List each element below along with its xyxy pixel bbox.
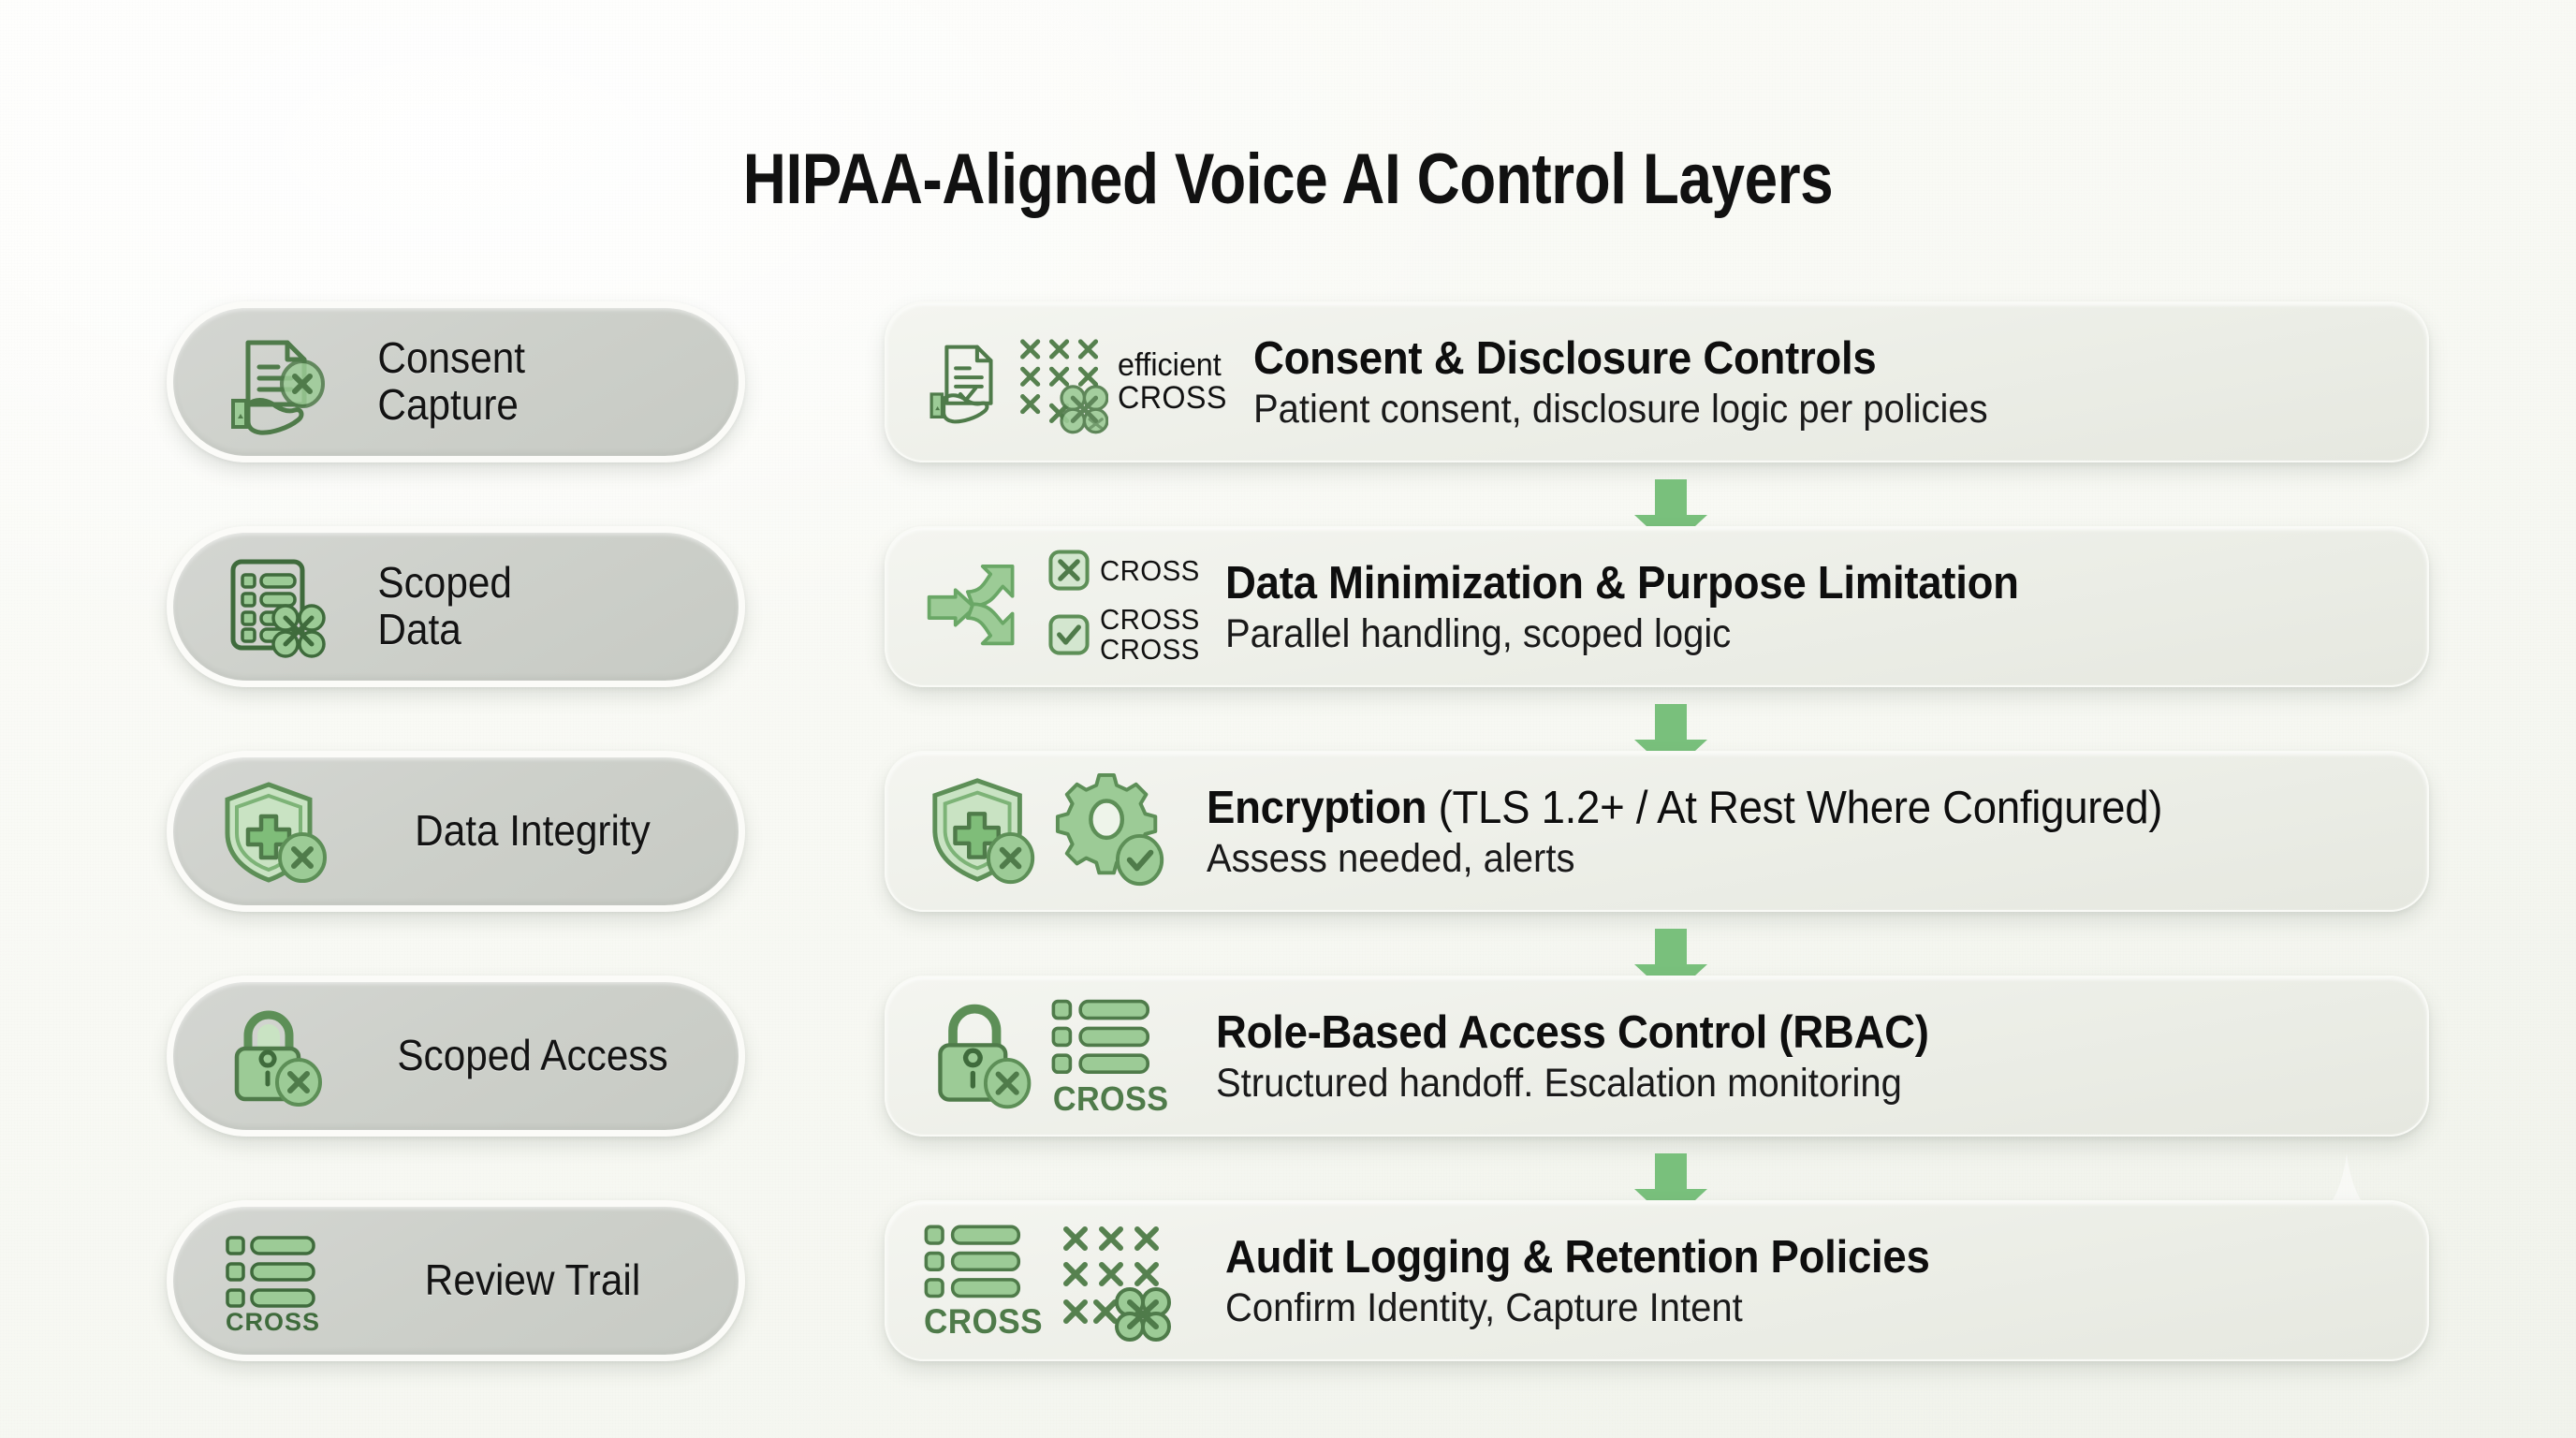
stage-panel-subtitle-5: Confirm Identity, Capture Intent bbox=[1225, 1284, 1743, 1330]
stage-panel-subtitle-2: Parallel handling, scoped logic bbox=[1225, 610, 1732, 656]
gear-check-icon bbox=[1055, 772, 1164, 887]
padlock-x-icon bbox=[938, 1004, 1032, 1109]
shield-plus-x-icon bbox=[211, 770, 334, 893]
stage-panel-subtitle-1: Patient consent, disclosure logic per po… bbox=[1253, 386, 1988, 432]
stage-panel-subtitle-4: Structured handoff. Escalation monitorin… bbox=[1216, 1060, 1902, 1106]
stage-row-1: Consent Capture bbox=[0, 301, 2576, 468]
stage-panel-icon-group-5: CROSS bbox=[924, 1215, 1205, 1346]
svg-text:CROSS: CROSS bbox=[226, 1308, 320, 1336]
stage-panel-icon-group-3 bbox=[924, 766, 1186, 897]
checklist-network-icon bbox=[211, 545, 334, 668]
stage-panel-icon-group-1: efficient CROSS bbox=[924, 316, 1233, 448]
x-grid-scissors-icon bbox=[1020, 339, 1109, 434]
stage-panel-3[interactable]: Encryption (TLS 1.2+ / At Rest Where Con… bbox=[885, 751, 2429, 912]
stage-pill-label-3: Data Integrity bbox=[415, 806, 651, 856]
checklist-cross-icon: CROSS bbox=[211, 1219, 334, 1343]
stage-panel-icon-group-2: CROSS CROSS CROSS bbox=[924, 541, 1205, 672]
stage-panel-title-1: Consent & Disclosure Controls bbox=[1253, 332, 1877, 384]
stage-panel-text-3: Encryption (TLS 1.2+ / At Rest Where Con… bbox=[1207, 782, 2395, 882]
mini-label-cross-audit: CROSS bbox=[924, 1302, 1043, 1342]
stage-pill-label-5: Review Trail bbox=[424, 1255, 641, 1305]
stage-panel-5[interactable]: CROSS bbox=[885, 1200, 2429, 1361]
stage-panel-title-5: Audit Logging & Retention Policies bbox=[1225, 1231, 1930, 1283]
bullet-list-icon bbox=[1051, 999, 1149, 1074]
mini-label-efficient: efficient bbox=[1118, 347, 1222, 384]
page-title: HIPAA-Aligned Voice AI Control Layers bbox=[742, 139, 1834, 219]
stage-panel-title-4: Role-Based Access Control (RBAC) bbox=[1216, 1006, 1929, 1058]
stage-panel-title-3: Encryption (TLS 1.2+ / At Rest Where Con… bbox=[1207, 782, 2312, 834]
mini-label-cross-a: CROSS bbox=[1099, 553, 1200, 587]
stage-panel-text-2: Data Minimization & Purpose Limitation P… bbox=[1225, 557, 2395, 657]
x-grid-scissors-icon bbox=[1062, 1226, 1171, 1342]
stage-panel-text-5: Audit Logging & Retention Policies Confi… bbox=[1225, 1231, 2395, 1331]
stage-panel-title-2: Data Minimization & Purpose Limitation bbox=[1225, 557, 2019, 609]
stage-panel-4[interactable]: CROSS Role-Based Access Control (RBAC) S… bbox=[885, 976, 2429, 1137]
stage-pill-1[interactable]: Consent Capture bbox=[167, 301, 745, 462]
bullet-list-icon bbox=[924, 1225, 1021, 1299]
stage-pill-4[interactable]: Scoped Access bbox=[167, 976, 745, 1137]
checkbox-check-icon bbox=[1048, 614, 1090, 655]
mini-label-cross-b: CROSS bbox=[1099, 603, 1200, 637]
document-hand-x-icon bbox=[211, 320, 334, 444]
mini-label-cross-rbac: CROSS bbox=[1052, 1078, 1169, 1118]
stage-row-3: Data Integrity bbox=[0, 751, 2576, 917]
stage-row-5: CROSS Review Trail bbox=[0, 1200, 2576, 1367]
stage-panel-text-4: Role-Based Access Control (RBAC) Structu… bbox=[1216, 1006, 2395, 1107]
branching-arrows-icon bbox=[927, 565, 1015, 646]
stage-row-4: Scoped Access bbox=[0, 976, 2576, 1142]
mini-label-cross-c: CROSS bbox=[1099, 633, 1200, 666]
stage-panel-title-3-light: (TLS 1.2+ / At Rest Where Configured) bbox=[1427, 782, 2163, 833]
stage-panel-mini-labels-1: efficient CROSS bbox=[1118, 349, 1233, 414]
stage-pill-3[interactable]: Data Integrity bbox=[167, 751, 745, 912]
document-hand-check-icon bbox=[929, 345, 993, 424]
stage-panel-icon-group-4: CROSS bbox=[924, 990, 1195, 1122]
stage-pill-5[interactable]: CROSS Review Trail bbox=[167, 1200, 745, 1361]
stage-panel-subtitle-3: Assess needed, alerts bbox=[1207, 835, 1575, 881]
stage-panel-title-3-bold: Encryption bbox=[1207, 782, 1427, 833]
padlock-x-icon bbox=[211, 994, 334, 1118]
shield-plus-x-icon bbox=[932, 778, 1035, 885]
stage-panel-text-1: Consent & Disclosure Controls Patient co… bbox=[1253, 332, 2395, 433]
mini-label-cross: CROSS bbox=[1118, 380, 1227, 416]
stage-panel-1[interactable]: efficient CROSS Consent & Disclosure Con… bbox=[885, 301, 2429, 462]
stage-pill-2[interactable]: Scoped Data bbox=[167, 526, 745, 687]
stage-pill-label-2: Scoped Data bbox=[377, 558, 512, 653]
stage-row-2: Scoped Data bbox=[0, 526, 2576, 693]
stage-pill-label-4: Scoped Access bbox=[397, 1031, 668, 1080]
stage-pill-label-1: Consent Capture bbox=[377, 333, 526, 429]
checkbox-x-icon bbox=[1048, 550, 1090, 591]
stage-panel-2[interactable]: CROSS CROSS CROSS Data Mi bbox=[885, 526, 2429, 687]
